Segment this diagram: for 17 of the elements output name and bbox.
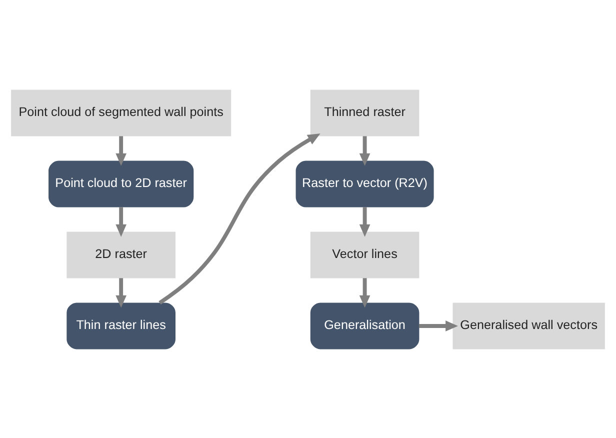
node-box: Point cloud to 2D raster bbox=[48, 160, 194, 207]
arrow bbox=[116, 278, 127, 308]
arrow bbox=[418, 320, 458, 331]
node-box: Vector lines bbox=[310, 231, 420, 278]
node-box: Thin raster lines bbox=[66, 302, 176, 349]
arrow bbox=[359, 206, 370, 236]
node-box: Point cloud of segmented wall points bbox=[11, 89, 232, 136]
node-box: 2D raster bbox=[66, 231, 176, 278]
arrow bbox=[359, 278, 370, 308]
arrow bbox=[116, 206, 126, 236]
arrow bbox=[359, 136, 370, 166]
arrow bbox=[116, 136, 127, 166]
node-box: Thinned raster bbox=[310, 89, 420, 136]
node-box: Raster to vector (R2V) bbox=[296, 160, 434, 207]
node-box: Generalisation bbox=[310, 302, 420, 349]
node-box: Generalised wall vectors bbox=[452, 302, 605, 349]
arrow bbox=[158, 133, 320, 304]
